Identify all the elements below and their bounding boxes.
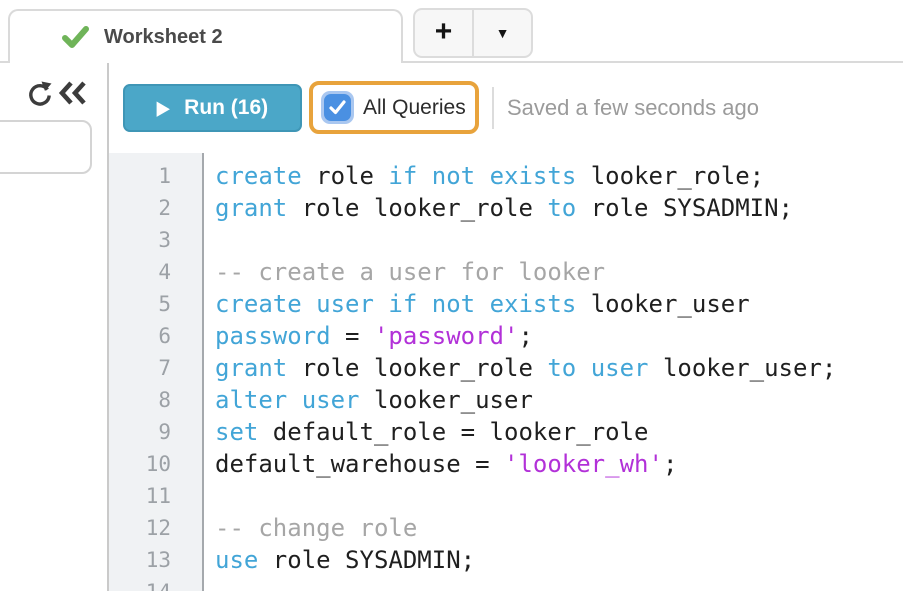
- line-number: 9: [158, 420, 171, 444]
- object-browser-sidebar: [0, 63, 109, 591]
- line-number: 13: [145, 548, 171, 572]
- line-number: 4: [158, 260, 171, 284]
- refresh-button[interactable]: [26, 77, 54, 114]
- all-queries-checkbox[interactable]: [321, 91, 354, 124]
- code-line: [215, 576, 903, 591]
- tab-worksheet-2[interactable]: Worksheet 2: [8, 9, 403, 63]
- code-line: set default_role = looker_role: [215, 418, 649, 446]
- toolbar-divider: [492, 87, 494, 129]
- main-split: ▶ Run (16) All Queries Saved a few seco: [0, 63, 903, 591]
- code-line: grant role looker_role to role SYSADMIN;: [215, 194, 793, 222]
- code-line: [215, 480, 903, 512]
- worksheet-content: ▶ Run (16) All Queries Saved a few seco: [109, 63, 903, 591]
- code-line: -- change role: [215, 514, 418, 542]
- all-queries-label: All Queries: [363, 95, 466, 119]
- collapse-sidebar-button[interactable]: [58, 80, 88, 111]
- line-number: 3: [158, 228, 171, 252]
- worksheet-saved-check-icon: [62, 25, 89, 49]
- line-number: 5: [158, 292, 171, 316]
- sidebar-search-input[interactable]: [0, 120, 92, 174]
- line-number-gutter: 1234567891011121314: [109, 153, 204, 591]
- tab-title: Worksheet 2: [104, 25, 223, 48]
- new-worksheet-button[interactable]: +: [415, 10, 472, 56]
- worksheet-toolbar: ▶ Run (16) All Queries Saved a few seco: [109, 63, 903, 153]
- line-number: 7: [158, 356, 171, 380]
- caret-down-icon: ▼: [495, 25, 510, 41]
- code-line: grant role looker_role to user looker_us…: [215, 354, 837, 382]
- sql-editor: 1234567891011121314 create role if not e…: [109, 153, 903, 591]
- worksheet-menu-button[interactable]: ▼: [472, 10, 531, 56]
- code-line: use role SYSADMIN;: [215, 546, 476, 574]
- run-button[interactable]: ▶ Run (16): [123, 84, 302, 132]
- code-line: default_warehouse = 'looker_wh';: [215, 450, 678, 478]
- code-line: -- create a user for looker: [215, 258, 606, 286]
- line-number: 2: [158, 196, 171, 220]
- save-status-text: Saved a few seconds ago: [507, 95, 759, 120]
- line-number: 10: [145, 452, 171, 476]
- checkbox-fill: [324, 94, 351, 121]
- line-number: 14: [109, 576, 202, 591]
- code-text-area[interactable]: create role if not exists looker_role;gr…: [204, 153, 903, 591]
- code-line: password = 'password';: [215, 322, 533, 350]
- line-number: 8: [158, 388, 171, 412]
- line-number: 1: [158, 164, 171, 188]
- plus-icon: +: [434, 14, 453, 48]
- all-queries-highlight-box: All Queries: [309, 81, 479, 134]
- code-line: create user if not exists looker_user: [215, 290, 750, 318]
- play-icon: ▶: [156, 98, 170, 119]
- code-line: create role if not exists looker_role;: [215, 162, 765, 190]
- line-number: 6: [158, 324, 171, 348]
- code-line: [215, 224, 903, 256]
- code-line: alter user looker_user: [215, 386, 533, 414]
- line-number: 12: [145, 516, 171, 540]
- worksheet-tab-bar: Worksheet 2 + ▼: [0, 0, 903, 63]
- checkmark-icon: [329, 100, 346, 115]
- tab-actions-group: + ▼: [413, 8, 533, 58]
- run-button-label: Run (16): [184, 96, 269, 119]
- line-number: 11: [145, 484, 171, 508]
